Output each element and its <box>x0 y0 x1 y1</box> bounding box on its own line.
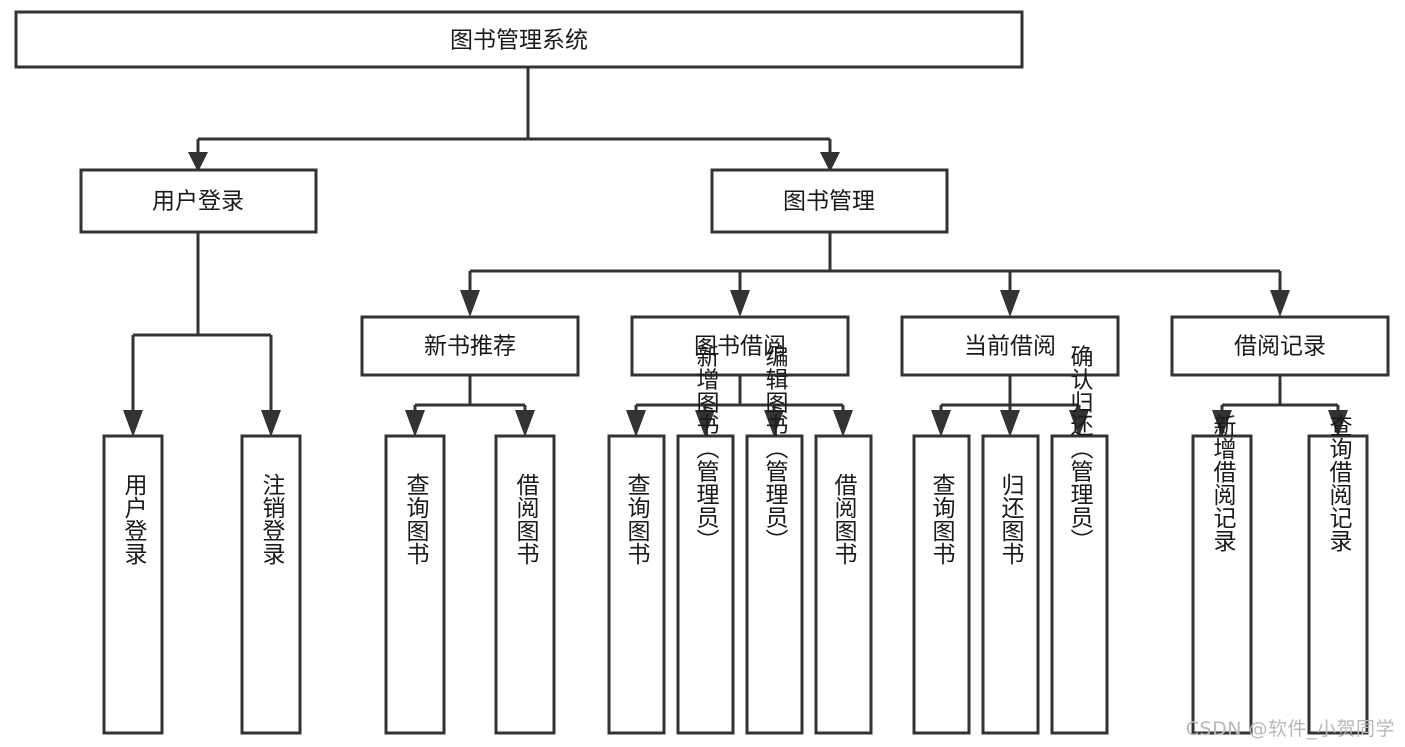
arrowhead-icon <box>1328 410 1348 437</box>
arrowhead-icon <box>515 410 535 437</box>
node-leaf-user-logout-box[interactable] <box>240 434 302 735</box>
node-leaf-borrow-book-2-box[interactable] <box>814 434 873 735</box>
node-borrow-record[interactable]: 借阅记录 <box>1170 315 1390 377</box>
arrowhead-icon <box>405 410 425 437</box>
arrowheads-layer <box>123 152 1348 437</box>
node-leaf-query-book-2-label: 查询图书 <box>623 473 651 565</box>
arrowhead-icon <box>1069 410 1089 437</box>
node-leaf-user-logout[interactable]: 注销登录 <box>240 434 302 735</box>
arrowhead-icon <box>626 410 646 437</box>
node-leaf-add-book-label: 新增图书（管理员） <box>692 345 720 552</box>
node-book-borrow[interactable]: 图书借阅 <box>630 315 850 377</box>
node-leaf-borrow-book-1-label: 借阅图书 <box>512 473 540 565</box>
node-leaf-query-record[interactable]: 查询借阅记录 <box>1307 414 1369 735</box>
node-leaf-add-record[interactable]: 新增借阅记录 <box>1191 414 1253 735</box>
node-leaf-edit-book-box[interactable] <box>745 434 804 735</box>
arrowhead-icon <box>695 410 715 437</box>
node-current-borrow-label: 当前借阅 <box>964 334 1056 360</box>
node-current-borrow[interactable]: 当前借阅 <box>900 315 1120 377</box>
node-leaf-return-book[interactable]: 归还图书 <box>981 434 1040 735</box>
node-leaf-add-book[interactable]: 新增图书（管理员） <box>676 345 735 735</box>
node-leaf-confirm-return[interactable]: 确认归还（管理员） <box>1050 345 1109 735</box>
node-new-book-recommend-box[interactable] <box>360 315 580 377</box>
arrowhead-icon <box>1212 410 1232 437</box>
node-leaf-user-login-box[interactable] <box>102 434 164 735</box>
arrowhead-icon <box>833 410 853 437</box>
node-book-borrow-box[interactable] <box>630 315 850 377</box>
node-root-label: 图书管理系统 <box>450 28 588 54</box>
node-leaf-query-book-1-box[interactable] <box>384 434 446 735</box>
node-borrow-record-label: 借阅记录 <box>1234 334 1326 360</box>
node-leaf-edit-book[interactable]: 编辑图书（管理员） <box>745 345 804 735</box>
node-borrow-record-box[interactable] <box>1170 315 1390 377</box>
node-leaf-query-book-2-box[interactable] <box>607 434 666 735</box>
node-leaf-return-book-box[interactable] <box>981 434 1040 735</box>
arrowhead-icon <box>123 410 143 437</box>
node-leaf-borrow-book-2-label: 借阅图书 <box>830 473 858 565</box>
node-leaf-confirm-return-box[interactable] <box>1050 434 1109 735</box>
node-leaf-query-book-1[interactable]: 查询图书 <box>384 434 446 735</box>
node-current-borrow-box[interactable] <box>900 315 1120 377</box>
node-root[interactable]: 图书管理系统 <box>14 10 1024 69</box>
node-leaf-confirm-return-label: 确认归还（管理员） <box>1066 345 1094 552</box>
node-leaf-borrow-book-2[interactable]: 借阅图书 <box>814 434 873 735</box>
node-leaf-return-book-label: 归还图书 <box>997 473 1025 565</box>
arrowhead-icon <box>188 152 208 172</box>
arrowhead-icon <box>764 410 784 437</box>
node-leaf-add-record-box[interactable] <box>1191 434 1253 735</box>
node-leaf-borrow-book-1-box[interactable] <box>494 434 556 735</box>
node-book-management-box[interactable] <box>710 168 949 234</box>
node-leaf-query-book-3-box[interactable] <box>912 434 971 735</box>
node-leaf-query-book-1-label: 查询图书 <box>402 473 430 565</box>
node-root-box[interactable] <box>14 10 1024 69</box>
node-leaf-edit-book-label: 编辑图书（管理员） <box>761 345 789 552</box>
node-leaf-query-record-label: 查询借阅记录 <box>1325 414 1353 552</box>
node-leaf-borrow-book-1[interactable]: 借阅图书 <box>494 434 556 735</box>
node-new-book-recommend-label: 新书推荐 <box>424 334 516 360</box>
arrowhead-icon <box>460 290 480 317</box>
node-book-management-label: 图书管理 <box>783 189 875 215</box>
node-book-borrow-label: 图书借阅 <box>694 334 786 360</box>
node-leaf-query-book-3-label: 查询图书 <box>928 473 956 565</box>
arrowhead-icon <box>820 152 840 172</box>
node-leaf-query-book-3[interactable]: 查询图书 <box>912 434 971 735</box>
node-leaf-query-book-2[interactable]: 查询图书 <box>607 434 666 735</box>
node-leaf-user-login[interactable]: 用户登录 <box>102 434 164 735</box>
node-leaf-add-record-label: 新增借阅记录 <box>1209 414 1237 552</box>
arrowhead-icon <box>1000 410 1020 437</box>
arrowhead-icon <box>931 410 951 437</box>
node-leaf-add-book-box[interactable] <box>676 434 735 735</box>
arrowhead-icon <box>1000 290 1020 317</box>
arrowhead-icon <box>730 290 750 317</box>
csdn-watermark: CSDN @软件_小贺同学 <box>1185 718 1395 740</box>
node-user-login-box[interactable] <box>79 168 318 234</box>
arrowhead-icon <box>261 410 281 437</box>
node-book-management[interactable]: 图书管理 <box>710 168 949 234</box>
node-leaf-user-logout-label: 注销登录 <box>258 473 286 565</box>
node-leaf-query-record-box[interactable] <box>1307 434 1369 735</box>
node-new-book-recommend[interactable]: 新书推荐 <box>360 315 580 377</box>
node-leaf-user-login-label: 用户登录 <box>120 473 148 565</box>
node-user-login-label: 用户登录 <box>152 189 244 215</box>
node-user-login[interactable]: 用户登录 <box>79 168 318 234</box>
arrowhead-icon <box>1270 290 1290 317</box>
